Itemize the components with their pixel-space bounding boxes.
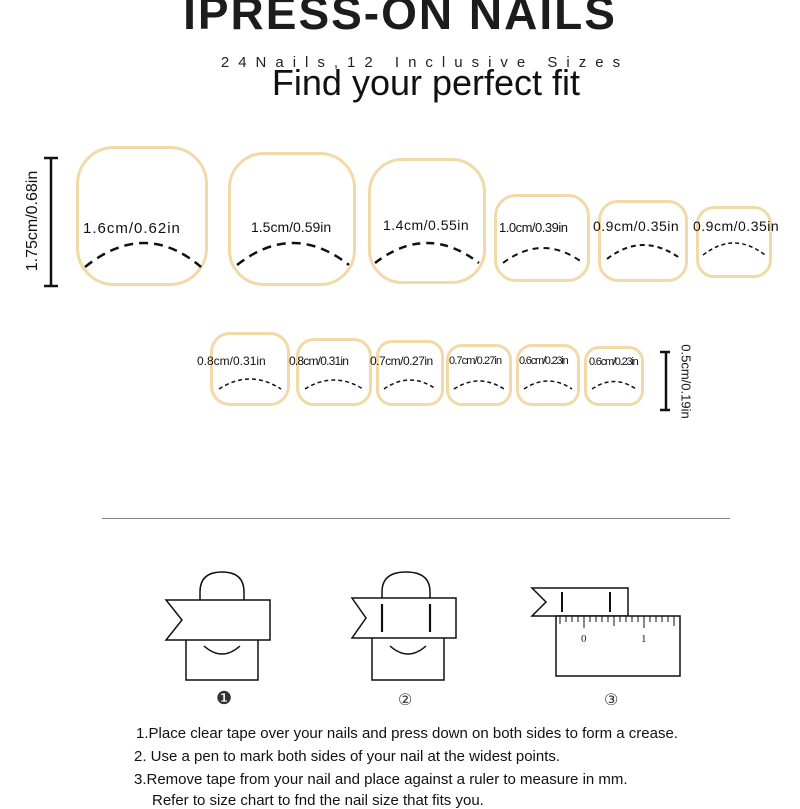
page-title: IPRESS-ON NAILS xyxy=(183,0,617,39)
instruction-1: 1.Place clear tape over your nails and p… xyxy=(136,725,678,742)
step-1-marker: ❶ xyxy=(216,688,233,708)
nail-size-10-label: 0.7cm/0.27in xyxy=(449,355,502,367)
nail-size-5-label: 0.9cm/0.35in xyxy=(593,218,680,234)
nail-size-7: 0.8cm/0.31in xyxy=(197,332,290,406)
nail-size-12: 0.6cm/0.23in xyxy=(584,346,644,406)
tagline: Find your perfect fit xyxy=(271,62,581,103)
ruler-tick-1: 1 xyxy=(641,633,647,645)
instruction-2: 2. Use a pen to mark both sides of your … xyxy=(134,748,561,765)
section-divider xyxy=(102,518,730,519)
step-2-mark-nail-illustration xyxy=(350,571,457,681)
nail-size-10: 0.7cm/0.27in xyxy=(446,344,512,406)
nail-size-12-label: 0.6cm/0.23in xyxy=(589,356,639,368)
ruler-tick-0: 0 xyxy=(581,633,587,645)
nail-size-6-label: 0.9cm/0.35in xyxy=(693,218,780,234)
nail-size-11: 0.6cm/0.23in xyxy=(516,344,580,406)
nail-size-4: 1.0cm/0.39in xyxy=(494,194,590,282)
step-2-marker: ② xyxy=(398,692,413,709)
nail-size-1: 1.6cm/0.62in xyxy=(76,146,208,286)
row1-height-label: 1.75cm/0.68in xyxy=(24,170,41,272)
row2-height-label: 0.5cm/0.19in xyxy=(678,344,694,419)
nail-size-2: 1.5cm/0.59in xyxy=(228,152,356,286)
step-3-ruler-illustration xyxy=(530,587,681,677)
step-1-tape-on-nail-illustration xyxy=(164,571,271,681)
nail-size-9-label: 0.7cm/0.27in xyxy=(370,354,433,368)
nail-size-9: 0.7cm/0.27in xyxy=(370,340,444,406)
nail-size-11-label: 0.6cm/0.23in xyxy=(519,355,569,367)
nail-size-6: 0.9cm/0.35in xyxy=(693,206,779,278)
row1-height-bracket xyxy=(44,156,58,288)
nail-size-4-label: 1.0cm/0.39in xyxy=(499,220,568,235)
instruction-3: 3.Remove tape from your nail and place a… xyxy=(134,771,628,788)
nail-size-2-label: 1.5cm/0.59in xyxy=(251,219,332,235)
nail-size-8: 0.8cm/0.31in xyxy=(289,338,372,406)
nail-size-5: 0.9cm/0.35in xyxy=(593,200,688,282)
instruction-4: Refer to size chart to fnd the nail size… xyxy=(152,792,484,809)
nail-size-3: 1.4cm/0.55in xyxy=(368,158,486,284)
subtitle: 24Nails,12 Inclusive Sizes xyxy=(220,54,630,71)
nail-size-8-label: 0.8cm/0.31in xyxy=(289,354,349,368)
nail-size-1-label: 1.6cm/0.62in xyxy=(83,220,181,237)
step-3-marker: ③ xyxy=(604,692,619,709)
nail-size-7-label: 0.8cm/0.31in xyxy=(197,354,266,368)
nail-size-3-label: 1.4cm/0.55in xyxy=(383,217,470,233)
row2-height-bracket xyxy=(660,350,670,412)
